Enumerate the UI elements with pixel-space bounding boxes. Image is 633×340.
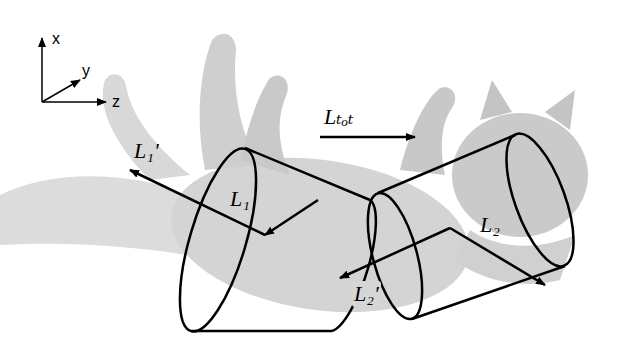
axis-label: z [110,93,122,111]
vector-label: L₁ [228,186,252,212]
vectors [130,137,545,285]
axis-label: x [50,30,62,48]
vector-label: Lₜₒₜ [322,104,355,130]
vector-label: L₁′ [132,138,161,164]
cylinder [164,141,376,339]
vector-label: L₂ [478,212,502,238]
axes [42,38,106,102]
vector-label: L₂′ [352,281,381,307]
axis-label: y [80,62,92,80]
cylinder [357,126,588,325]
